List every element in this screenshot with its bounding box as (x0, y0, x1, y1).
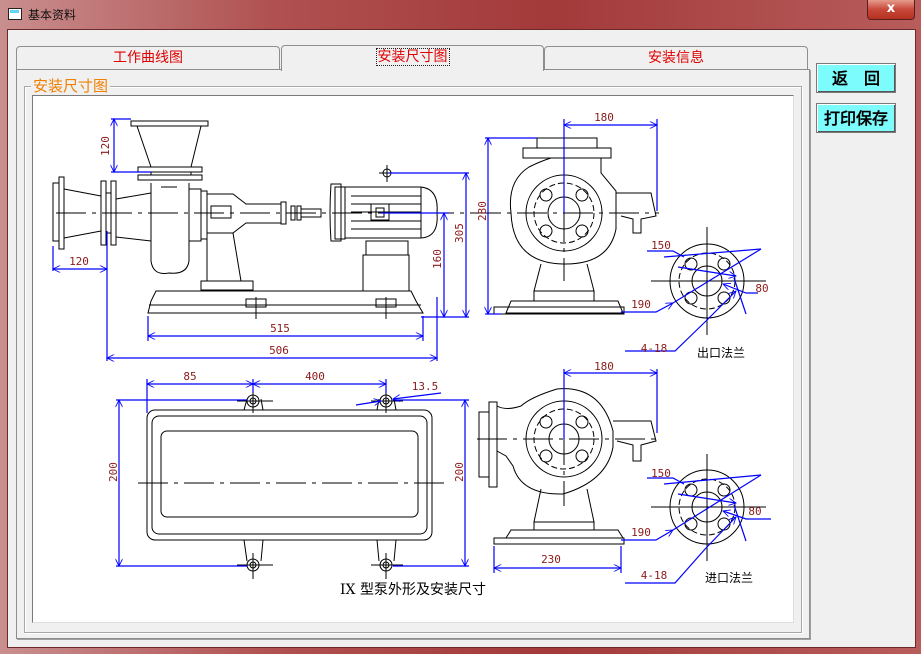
dim-inlet-length: 120 (69, 255, 89, 268)
dim-overall-length: 506 (269, 344, 289, 357)
tab-label: 安装信息 (648, 50, 704, 66)
dim-outlet-pcd: 150 (651, 239, 671, 252)
drawing-caption: IX 型泵外形及安装尺寸 (340, 582, 486, 598)
title-bar: 基本资料 x (0, 0, 921, 28)
dim-base-width-left: 200 (107, 462, 120, 482)
groupbox-label: 安装尺寸图 (31, 77, 111, 95)
close-button[interactable]: x (867, 0, 915, 20)
dim-inlet-pcd: 150 (651, 467, 671, 480)
dim-inlet-holes: 4-18 (641, 569, 668, 582)
tab-label: 工作曲线图 (113, 50, 183, 66)
back-button[interactable]: 返 回 (816, 63, 896, 93)
dim-front-bottom-width: 180 (594, 360, 614, 373)
dim-outlet-holes: 4-18 (641, 342, 668, 355)
dim-base-width-right: 200 (453, 462, 466, 482)
tab-install-info[interactable]: 安装信息 (544, 46, 808, 69)
dim-shaft-height: 160 (431, 249, 444, 269)
dim-outlet-outer: 190 (631, 298, 651, 311)
front-view-top (471, 137, 659, 315)
dimension-lines (53, 119, 771, 584)
outlet-flange-label: 出口法兰 (697, 346, 745, 360)
dim-inlet-bore: 80 (748, 505, 761, 518)
dim-front-top-height: 280 (476, 201, 489, 221)
base-plan-drawing (138, 391, 446, 579)
inlet-flange-label: 进口法兰 (705, 571, 753, 585)
dim-outlet-bore: 80 (755, 282, 768, 295)
window-icon (8, 8, 22, 20)
window-title: 基本资料 (28, 8, 77, 22)
front-view-bottom (477, 388, 661, 545)
dim-front-bottom-base: 230 (541, 553, 561, 566)
tab-install-dimensions[interactable]: 安装尺寸图 (281, 45, 544, 71)
drawing-canvas: 120 120 515 506 160 305 180 280 150 190 … (32, 95, 794, 623)
drawing-groupbox (24, 86, 802, 633)
dim-inlet-outer: 190 (631, 526, 651, 539)
dim-base-length: 515 (270, 322, 290, 335)
print-save-button[interactable]: 打印保存 (816, 103, 896, 133)
tab-label: 安装尺寸图 (375, 48, 450, 66)
dim-base-offset: 85 (183, 370, 196, 383)
dim-bolt-spacing: 400 (305, 370, 325, 383)
dim-inlet-height: 120 (99, 136, 112, 156)
install-drawing: 120 120 515 506 160 305 180 280 150 190 … (33, 111, 771, 598)
tab-work-curve[interactable]: 工作曲线图 (16, 46, 280, 69)
dim-front-top-width: 180 (594, 111, 614, 124)
dim-bolt-hole: 13.5 (412, 380, 439, 393)
dim-motor-height: 305 (453, 223, 466, 243)
